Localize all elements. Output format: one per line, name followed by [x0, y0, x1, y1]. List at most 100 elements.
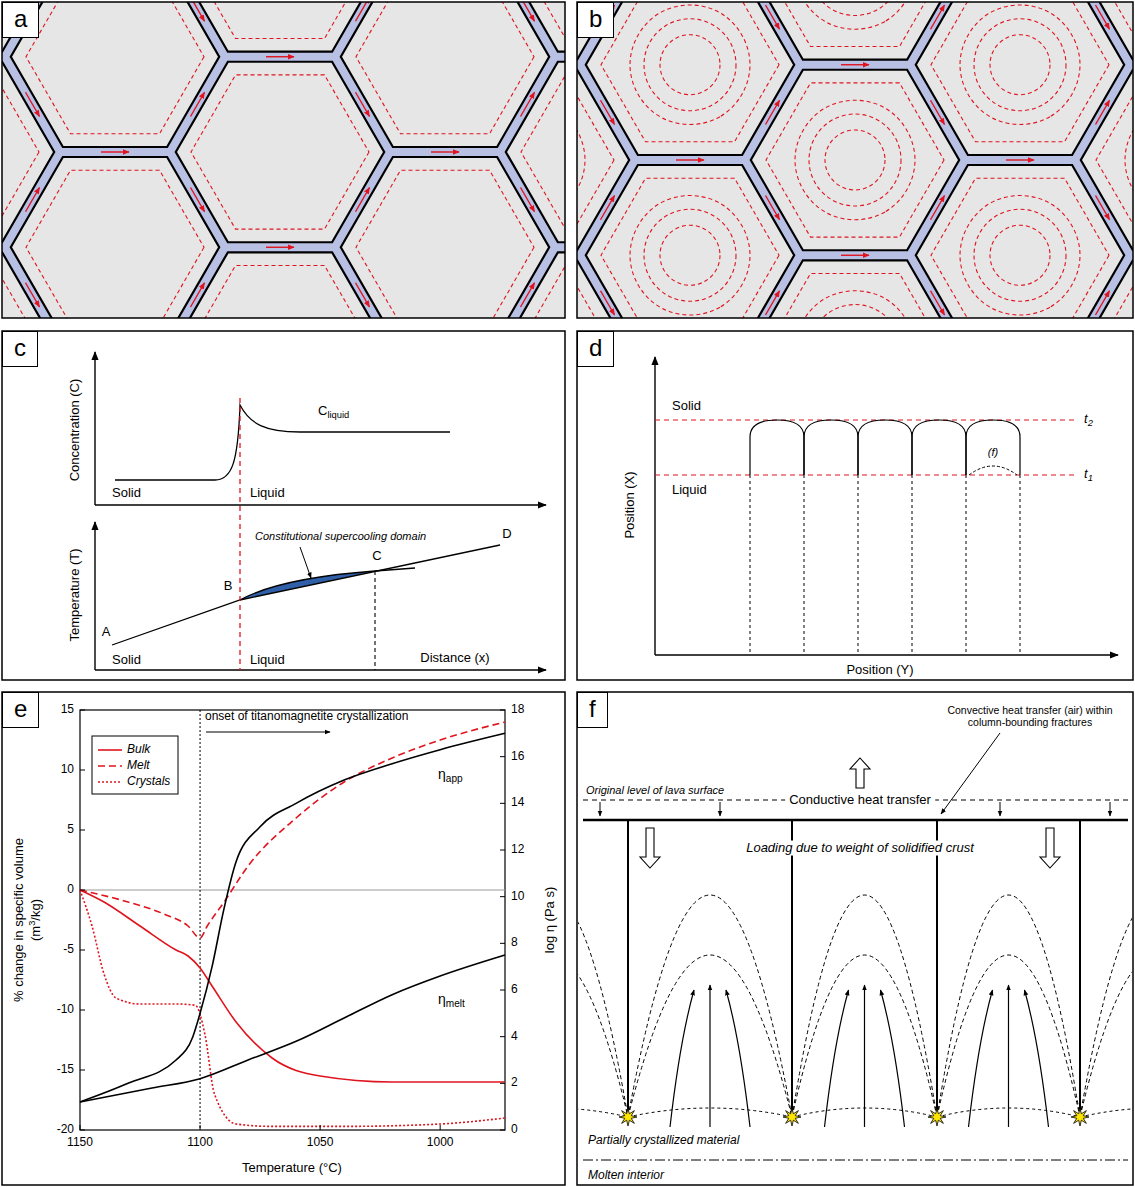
flow-arrow [766, 5, 780, 29]
label-text: C [318, 403, 327, 418]
tick-mark [500, 1036, 505, 1037]
cooling-isotherm [1096, 273, 1133, 318]
flow-arrow [191, 283, 205, 307]
zero-line [80, 890, 505, 891]
cooling-isotherm [191, 75, 369, 229]
panel-frame [2, 331, 565, 680]
solidification-front [578, 1108, 628, 1117]
column-cell [341, 157, 549, 318]
tick-mark [500, 850, 505, 851]
flow-arrow [266, 56, 294, 57]
text-label: -5 [63, 943, 74, 957]
text-label: B [224, 579, 233, 594]
cell-boundary-trace [804, 475, 805, 655]
text-line: -20 [57, 1123, 74, 1137]
column-cell [916, 165, 1124, 318]
label-text: -20 [57, 1122, 74, 1136]
tick-mark [320, 1125, 321, 1130]
flow-arrow [356, 188, 370, 212]
subscript: 1 [1088, 473, 1093, 483]
label-text: Liquid [250, 652, 285, 667]
label-text: onset of titanomagnetite crystallization [205, 709, 408, 723]
cooling-isotherm [26, 170, 204, 318]
flow-arrow [931, 291, 945, 315]
label-text: 0 [511, 1122, 518, 1136]
text-line: Liquid [250, 486, 285, 501]
label-text: C [372, 548, 381, 563]
cooling-isotherm [630, 196, 750, 316]
heat-flow-arrow [864, 985, 865, 1127]
text-label: 1100 [187, 1136, 213, 1150]
cooling-isotherm [990, 225, 1050, 285]
fracture-tip-star [1071, 1108, 1089, 1126]
flow-arrow [26, 283, 40, 307]
column-cell [586, 165, 794, 318]
text-line: 8 [511, 936, 518, 950]
flow-arrow [521, 283, 535, 307]
text-label: 6 [511, 983, 518, 997]
load-arrow [1040, 828, 1060, 868]
superscript: 3 [27, 921, 37, 926]
label-text: Constitutional supercooling domain [255, 530, 426, 542]
cooling-isotherm [974, 209, 1066, 301]
text-label: 1050 [307, 1136, 334, 1150]
cooling-isotherm [809, 305, 901, 318]
heat-flow-arrow [709, 985, 710, 1127]
legend-text: Melt [127, 759, 150, 773]
text-label: 1000 [427, 1136, 454, 1150]
column-cell [586, 2, 794, 155]
column-cell [11, 2, 219, 147]
text-label: Molten interior [588, 1169, 664, 1183]
label-text: B [224, 578, 233, 593]
flow-arrow [676, 159, 704, 160]
flow-arrow [1096, 291, 1110, 315]
cooling-section [1000, 802, 1001, 816]
panel-frame [2, 2, 565, 318]
text-label: Position (X) [623, 471, 638, 538]
label-text: 1050 [307, 1135, 334, 1149]
cooling-isotherm [809, 2, 901, 15]
text-label: Solid [112, 653, 141, 668]
legend-box [92, 736, 178, 794]
concentration-plot [115, 405, 450, 480]
text-line: D [502, 527, 511, 542]
cell-boundary-trace [966, 475, 967, 655]
label-text: 1000 [427, 1135, 454, 1149]
tick-mark [500, 896, 505, 897]
label-text: 4 [511, 1029, 518, 1043]
heat-flow-arrow [726, 990, 750, 1127]
flow-arrow [1006, 159, 1034, 160]
label-text: 16 [511, 749, 524, 763]
text-label: A [102, 625, 111, 640]
cooling-isotherm [766, 83, 944, 237]
tick-mark [500, 990, 505, 991]
growth-cell [750, 420, 1020, 655]
text-line: 0 [67, 883, 74, 897]
cooling-isotherm [1096, 2, 1133, 47]
label-text: Distance (x) [420, 650, 489, 665]
label-text: t [1084, 466, 1088, 481]
cooling-isotherm [601, 178, 779, 318]
legend-text: Crystals [127, 775, 170, 789]
column-cell [1081, 260, 1133, 318]
data-curve [80, 733, 505, 1102]
cooling-isotherm [1125, 2, 1133, 29]
text-label: Constitutional supercooling domain [255, 530, 426, 543]
text-label: Temperature (T) [68, 548, 83, 641]
text-label: Partially crystallized material [588, 1134, 739, 1148]
text-label: Temperature (°C) [242, 1161, 342, 1176]
label-text: % change in specific volume [11, 838, 26, 1002]
text-label: -20 [57, 1123, 74, 1137]
label-text: Loading due to weight of solidified crus… [746, 840, 974, 855]
tick-mark [80, 1070, 85, 1071]
tick-mark [500, 756, 505, 757]
cooling-isotherm [191, 2, 369, 39]
cooling-isotherm [931, 178, 1109, 318]
flow-arrow [356, 2, 370, 21]
text-line: Convective heat transfer (air) within co… [934, 704, 1126, 728]
label-text: (f) [988, 446, 998, 458]
tick-mark [80, 890, 85, 891]
volume-viscosity-chart [80, 710, 505, 1130]
text-line: % change in specific volume [12, 838, 27, 1002]
